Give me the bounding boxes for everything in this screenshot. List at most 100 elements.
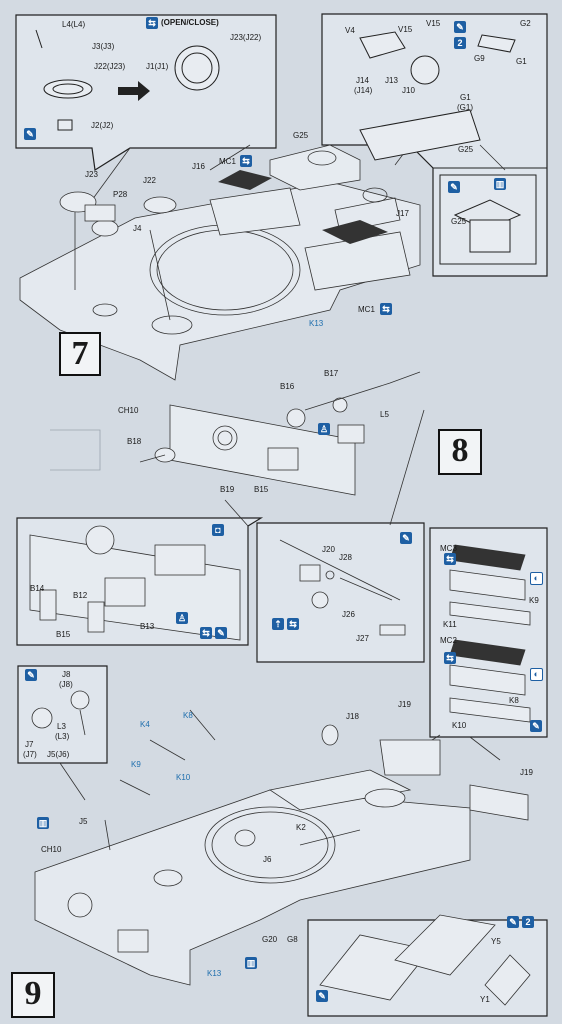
part-label: Y1	[480, 995, 490, 1004]
part-label: G25	[451, 217, 467, 226]
part-label: K2	[296, 823, 306, 832]
pair-icon: ⇆	[240, 155, 252, 167]
part-label: K11	[443, 620, 457, 629]
part-label: J23(J22)	[230, 33, 262, 42]
part-label: J8	[62, 670, 71, 679]
part-label: J19	[520, 768, 533, 777]
glue-icon: ✎	[454, 21, 466, 33]
part-label: G9	[474, 54, 485, 63]
attach-icon: ⇡	[272, 618, 284, 630]
part-label: J22	[143, 176, 156, 185]
part-label: K9	[529, 596, 539, 605]
two-parts-icon: 2	[454, 37, 466, 49]
glue-icon: ✎	[530, 720, 542, 732]
part-label: L4(L4)	[62, 20, 86, 29]
part-label: G20	[262, 935, 278, 944]
step-number-8: 8	[438, 429, 482, 475]
open-icon: ◘	[212, 524, 224, 536]
part-label: J22(J23)	[94, 62, 126, 71]
part-label: J23	[85, 170, 98, 179]
part-label: (G1)	[457, 103, 473, 112]
part-label: J18	[346, 712, 359, 721]
part-label: G2	[520, 19, 531, 28]
glue-icon: ✎	[316, 990, 328, 1002]
glue-icon: ✎	[448, 181, 460, 193]
part-label: J2(J2)	[91, 121, 114, 130]
part-label: G25	[458, 145, 474, 154]
part-label: K10	[176, 773, 191, 782]
part-label: J1(J1)	[146, 62, 169, 71]
part-label: (J14)	[354, 86, 373, 95]
part-label: J4	[133, 224, 142, 233]
part-label: B18	[127, 437, 142, 446]
part-label: J5	[79, 817, 88, 826]
part-label: K8	[183, 711, 193, 720]
glue-icon: ✎	[507, 916, 519, 928]
pair-icon: ⇆	[287, 618, 299, 630]
part-label: B19	[220, 485, 235, 494]
photo-etch-icon: ▥	[494, 178, 506, 190]
part-label: (L3)	[55, 732, 70, 741]
part-label: K8	[509, 696, 519, 705]
part-label: G1	[460, 93, 471, 102]
part-label: K4	[140, 720, 150, 729]
part-label: P28	[113, 190, 128, 199]
part-label: K13	[207, 969, 222, 978]
two-parts-icon: 2	[522, 916, 534, 928]
part-label: J13	[385, 76, 398, 85]
pair-icon: ⇆	[146, 17, 158, 29]
glue-icon: ✎	[400, 532, 412, 544]
part-label: (J8)	[59, 680, 73, 689]
part-label: B15	[254, 485, 269, 494]
part-label: G25	[293, 131, 309, 140]
part-label: B14	[30, 584, 45, 593]
part-label: K10	[452, 721, 467, 730]
drill-icon: ◐	[530, 572, 543, 585]
step-number-9: 9	[11, 972, 55, 1018]
part-label: B16	[280, 382, 295, 391]
pair-icon: ⇆	[200, 627, 212, 639]
part-label: Y5	[491, 937, 501, 946]
part-label: J20	[322, 545, 335, 554]
part-label: J6	[263, 855, 272, 864]
part-label: K9	[131, 760, 141, 769]
part-label: B17	[324, 369, 339, 378]
part-label: L3	[57, 722, 66, 731]
part-label: MC1	[219, 157, 236, 166]
step-number-7: 7	[59, 332, 101, 376]
part-label: J5(J6)	[47, 750, 70, 759]
part-label: B12	[73, 591, 88, 600]
drill-icon: ◐	[530, 668, 543, 681]
photo-etch-icon: ▥	[37, 817, 49, 829]
pair-icon: ⇆	[444, 652, 456, 664]
part-label: MC3	[440, 544, 457, 553]
glue-icon: ✎	[24, 128, 36, 140]
glue-icon: ✎	[215, 627, 227, 639]
part-label: J16	[192, 162, 205, 171]
part-label: V4	[345, 26, 355, 35]
part-label: J14	[356, 76, 369, 85]
pair-icon: ⇆	[444, 553, 456, 565]
part-label: G8	[287, 935, 298, 944]
part-label: J26	[342, 610, 355, 619]
part-label: L5	[380, 410, 389, 419]
part-label: J10	[402, 86, 415, 95]
paint-icon: ♙	[176, 612, 188, 624]
part-label: J27	[356, 634, 369, 643]
part-label: B13	[140, 622, 155, 631]
open-close-label: (OPEN/CLOSE)	[161, 18, 219, 27]
part-label: V15	[426, 19, 441, 28]
glue-icon: ✎	[25, 669, 37, 681]
part-label: J17	[396, 209, 409, 218]
part-label: J28	[339, 553, 352, 562]
part-label: V15	[398, 25, 413, 34]
pair-icon: ⇆	[380, 303, 392, 315]
part-label: J3(J3)	[92, 42, 115, 51]
part-label: B15	[56, 630, 71, 639]
part-label: J7	[25, 740, 34, 749]
part-label: MC2	[440, 636, 457, 645]
part-label: K13	[309, 319, 324, 328]
part-label: CH10	[41, 845, 62, 854]
